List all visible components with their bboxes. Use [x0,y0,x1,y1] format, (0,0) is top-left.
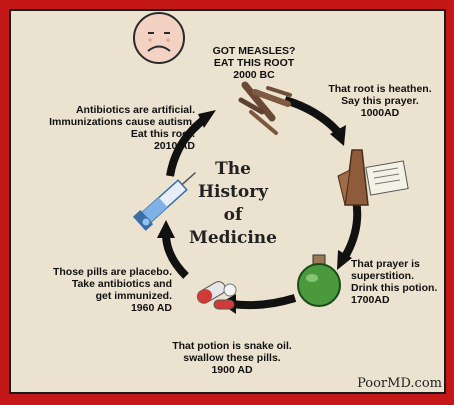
pills-icon [195,279,236,309]
caption-2000bc: GOT MEASLES? EAT THIS ROOT 2000 BC [206,45,302,81]
caption-1960ad: Those pills are placebo. Take antibiotic… [17,266,172,314]
watermark-logo: PoorMD.com [357,376,442,391]
caption-1700ad: That prayer is superstition. Drink this … [351,258,449,306]
root-icon [241,85,290,133]
praying-hands-icon [338,150,408,205]
caption-1900ad: That potion is snake oil. swallow these … [164,340,300,376]
caption-2010ad: Antibiotics are artificial. Immunization… [15,104,195,152]
potion-bottle-icon [298,255,340,306]
caption-1000ad: That root is heathen. Say this prayer. 1… [318,83,442,119]
sad-face-icon [134,13,184,63]
arrow-prayer-to-potion [346,200,357,255]
arrow-potion-to-pills [232,298,295,305]
arrow-head-4 [157,220,175,238]
diagram-title: The History of Medicine [178,158,288,250]
